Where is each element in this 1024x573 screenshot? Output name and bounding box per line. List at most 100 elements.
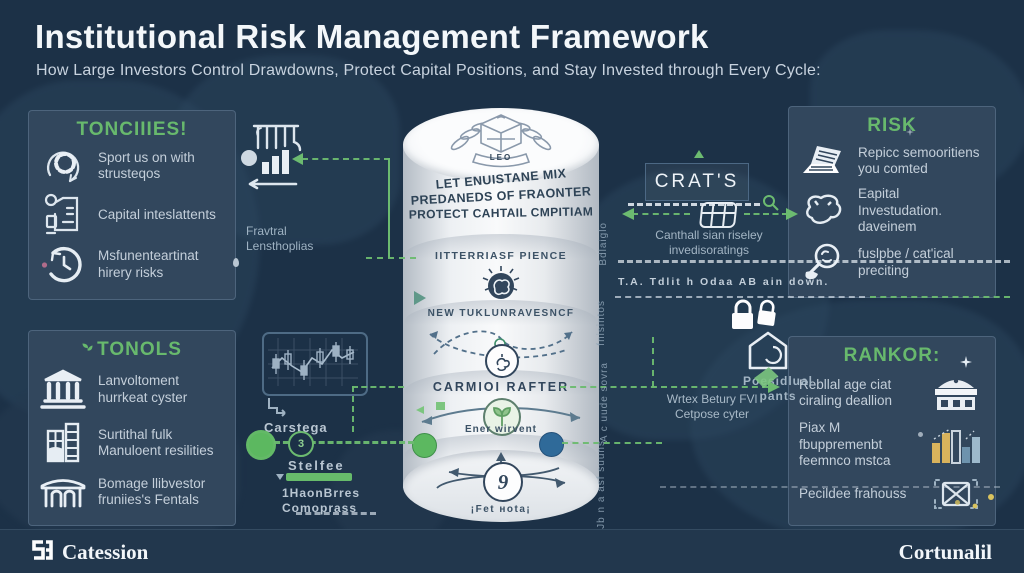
page-subtitle: How Large Investors Control Drawdowns, P… — [36, 62, 821, 79]
risk-framework-cylinder: LEO LET ENUISTANE MIX PREDANEDS OF FRAON… — [403, 108, 599, 524]
dash-line-vertical — [352, 386, 354, 432]
gear-cycle-icon — [39, 145, 87, 187]
padlocks-icon — [728, 296, 778, 337]
dash-line — [302, 158, 390, 160]
dash-line — [618, 260, 1010, 263]
yellow-dot — [955, 500, 960, 505]
bank-building-icon — [927, 372, 985, 414]
panel-top-right: RISK Repicc semooritiens you comted — [788, 106, 996, 298]
panel-top-left-title: TONCIIIES! — [76, 119, 188, 140]
envelope-x-icon — [927, 476, 985, 512]
dash-line — [744, 213, 788, 215]
list-item-label: Msfunenteartinat hirery risks — [98, 248, 199, 280]
list-item-label: Rebllal age ciat ciraling deallion — [799, 376, 893, 409]
dash-line — [870, 296, 1010, 298]
list-item: Pecildee frahouss — [799, 476, 985, 512]
vertical-annotation: A c uude sovra — [599, 362, 610, 443]
vertical-annotation: Bdlaiglo — [598, 222, 609, 266]
building-blocks-icon — [39, 421, 87, 465]
blue-node-dot — [539, 432, 564, 457]
milestone-number-badge: 3 — [288, 431, 314, 457]
footer-bar: Catession Cortunalil — [0, 529, 1024, 573]
list-item-label: Pecildee frahouss — [799, 485, 907, 501]
list-item: Piax M fbuppremenbt feemnco mstca — [799, 420, 985, 469]
chart-annotation-label: Fravtral Lensthoplias — [246, 224, 314, 254]
green-tag-icon — [749, 363, 785, 398]
panel-bottom-left: TONOLS Lanvoltoment hurrkeat cyster — [28, 330, 236, 526]
tier3-label: CARMIOI RAFTER — [432, 380, 570, 394]
vertical-annotation: Jb n a asf suuns — [596, 440, 607, 529]
crest-banner-label: LEO — [489, 153, 513, 162]
dash-line — [274, 441, 414, 444]
dash-line — [296, 512, 376, 515]
clock-history-icon — [39, 243, 87, 287]
droplet-icon — [233, 258, 239, 267]
footer-left-brand: Catession — [30, 538, 148, 567]
list-item: Lanvoltoment hurrkeat cyster — [39, 368, 225, 412]
digit-badge: 9 — [483, 462, 523, 502]
green-connector-line — [388, 158, 390, 258]
vortex-annotation-label: Wrtex Betury FVl Cetpose cyter — [666, 392, 758, 422]
bar-chart-icon — [927, 425, 985, 465]
leaf-icon — [82, 339, 93, 361]
arrowhead-left — [292, 153, 303, 165]
dash-line — [660, 486, 1000, 488]
tier5-label: ¡Fet нota¡ — [470, 504, 532, 515]
list-item-label: Eapital Investudation. daveinem — [858, 186, 943, 235]
knot-icon — [485, 344, 519, 378]
dash-line — [352, 386, 404, 388]
step-line-icon — [266, 396, 292, 423]
stage-label: Stelfee — [288, 458, 345, 473]
dash-line — [628, 203, 760, 206]
panel-top-left: TONCIIIES! Sport us on with strusteqos — [28, 110, 236, 300]
list-item-label: Surtithal fulk Manuloent resilities — [98, 426, 214, 458]
list-item: Eapital Investudation. daveinem — [799, 186, 985, 235]
tier4-label: Ener wirvent — [464, 424, 538, 435]
catession-logo-icon — [30, 538, 54, 567]
grid-annotation-label: Canthall sian riseley invedisoratings — [655, 228, 763, 258]
progress-bar — [286, 473, 352, 481]
list-item: Sport us on with strusteqos — [39, 145, 225, 187]
list-item-label: Capital inteslattents — [98, 206, 216, 222]
crats-box: CRAT'S — [645, 163, 749, 201]
sparkle-icon — [906, 128, 914, 136]
list-item: Msfunenteartinat hirery risks — [39, 243, 225, 287]
tier1-label: IITTERRIASF PIENCE — [435, 250, 567, 262]
list-item-label: Lanvoltoment hurrkeat cyster — [98, 373, 188, 405]
panel-bottom-left-title: TONOLS — [39, 339, 225, 361]
yellow-dot — [988, 494, 994, 500]
footer-right-wordmark: Cortunalil — [898, 540, 992, 564]
bank-icon — [39, 368, 87, 412]
panel-top-right-title: RISK — [867, 115, 917, 136]
page-title: Institutional Risk Management Framework — [35, 18, 709, 55]
panel-bottom-right: RANKOR: Rebllal age ciat ciraling dealli… — [788, 336, 996, 526]
dash-line — [560, 386, 768, 388]
green-milestone-dot — [246, 430, 276, 460]
candlestick-chart — [262, 332, 368, 396]
capital-document-icon — [39, 192, 87, 238]
list-item: Bomage llibvestor fruniies's Fentals — [39, 474, 225, 510]
laptop-icon — [799, 142, 847, 180]
bank-chart-icon — [238, 118, 306, 201]
dash-line-vertical — [652, 337, 654, 387]
candlestick-label: Carstega — [264, 420, 328, 435]
milestone-number: 3 — [297, 438, 305, 450]
dash-line — [632, 213, 690, 215]
arrowhead-left — [622, 208, 634, 220]
list-item: Rebllal age ciat ciraling deallion — [799, 372, 985, 414]
list-item: fuslpbe / cat'ical preciting — [799, 242, 985, 284]
list-item-label: Piax M fbuppremenbt feemnco mstca — [799, 420, 891, 469]
green-node-dot — [412, 433, 437, 458]
list-item: Repicc semooritiens you comted — [799, 142, 985, 180]
crest-emblem-icon — [426, 112, 576, 170]
small-pointer — [276, 474, 284, 480]
outline-blob-icon — [799, 192, 847, 230]
list-item-label: fuslpbe / cat'ical preciting — [858, 246, 954, 278]
up-triangle-marker — [694, 150, 704, 158]
idea-bulb-icon — [479, 264, 523, 308]
crats-label: CRAT'S — [654, 171, 740, 192]
arrowhead-right — [768, 381, 780, 393]
footer-left-wordmark: Catession — [62, 540, 149, 564]
list-item: Capital inteslattents — [39, 192, 225, 238]
